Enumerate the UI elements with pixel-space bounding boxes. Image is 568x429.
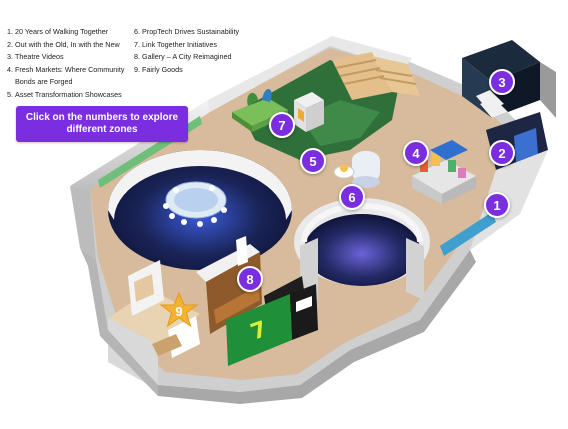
zone-marker-4[interactable]: 4 [403,140,429,166]
zone-marker-2[interactable]: 2 [489,140,515,166]
zone-number: 8. [134,52,140,62]
zone-label: Theatre Videos [15,52,64,62]
zone-marker-7[interactable]: 7 [269,112,295,138]
star-icon [160,291,198,328]
zone-number: 6. [134,27,140,36]
right-wall-displays [440,212,496,256]
green-banner: 7 [226,284,318,366]
zone-label: Fresh Markets: Where Community Bonds are… [15,64,125,87]
zone-marker-1[interactable]: 1 [484,192,510,218]
kiosk-booth [294,92,324,132]
display-wall-2-screen [514,128,538,162]
zone-list-item-9[interactable]: 9.Fairly Goods [134,64,264,77]
floor-front-edge [158,250,476,404]
zone-number: 3. [7,52,13,62]
deck-loungers [332,52,420,100]
zone-marker-8[interactable]: 8 [237,266,263,292]
back-wall-left-face [70,186,96,260]
zone-label: PropTech Drives Sustainability [142,27,240,36]
zone-list-column-1: 1.20 Years of Walking Together 2.Out wit… [7,26,135,102]
zone-list-column-2: 6.PropTech Drives Sustainability 7.Link … [134,26,264,76]
explore-zones-text: Click on the numbers to explore differen… [25,112,179,135]
zone-list-item-3[interactable]: 3.Theatre Videos [7,51,135,64]
zone-marker-5[interactable]: 5 [300,148,326,174]
zone-marker-9[interactable]: 9 [160,291,198,329]
zone-number: 5. [7,89,13,99]
tech-room-outer-wall [540,62,556,118]
zone-marker-9-label: 9 [175,304,183,319]
market-stall [412,140,476,204]
zone-list-item-7[interactable]: 7.Link Together Initiatives [134,39,264,52]
zone-list-item-6[interactable]: 6.PropTech Drives Sustainability [134,26,264,39]
zone-label: 20 Years of Walking Together [15,27,109,36]
zone-list-item-5[interactable]: 5.Asset Transformation Showcases [7,89,135,102]
zone-label: Asset Transformation Showcases [15,89,122,99]
zone-number: 4. [7,64,13,74]
zone-list-item-8[interactable]: 8.Gallery – A City Reimagined [134,51,264,64]
zone-list-item-1[interactable]: 1.20 Years of Walking Together [7,26,135,39]
dark-circular-room [108,150,292,270]
zone-marker-6[interactable]: 6 [339,184,365,210]
zone-label: Out with the Old, In with the New [15,39,120,49]
tech-room [462,40,540,118]
zone-number: 7. [134,39,140,49]
zone-label: Fairly Goods [142,64,183,74]
zone-number: 1. [7,27,13,36]
zone-number: 9. [134,64,140,74]
zone-marker-3[interactable]: 3 [489,69,515,95]
zone-list-item-4[interactable]: 4.Fresh Markets: Where Community Bonds a… [7,64,135,89]
zone-number: 2. [7,39,13,49]
zone-label: Link Together Initiatives [142,39,217,49]
zone-list-item-2[interactable]: 2.Out with the Old, In with the New [7,39,135,52]
floor-left-edge [80,248,158,396]
explore-zones-banner: Click on the numbers to explore differen… [16,106,188,142]
showcase-pod [333,151,380,188]
zone-label: Gallery – A City Reimagined [142,52,232,62]
